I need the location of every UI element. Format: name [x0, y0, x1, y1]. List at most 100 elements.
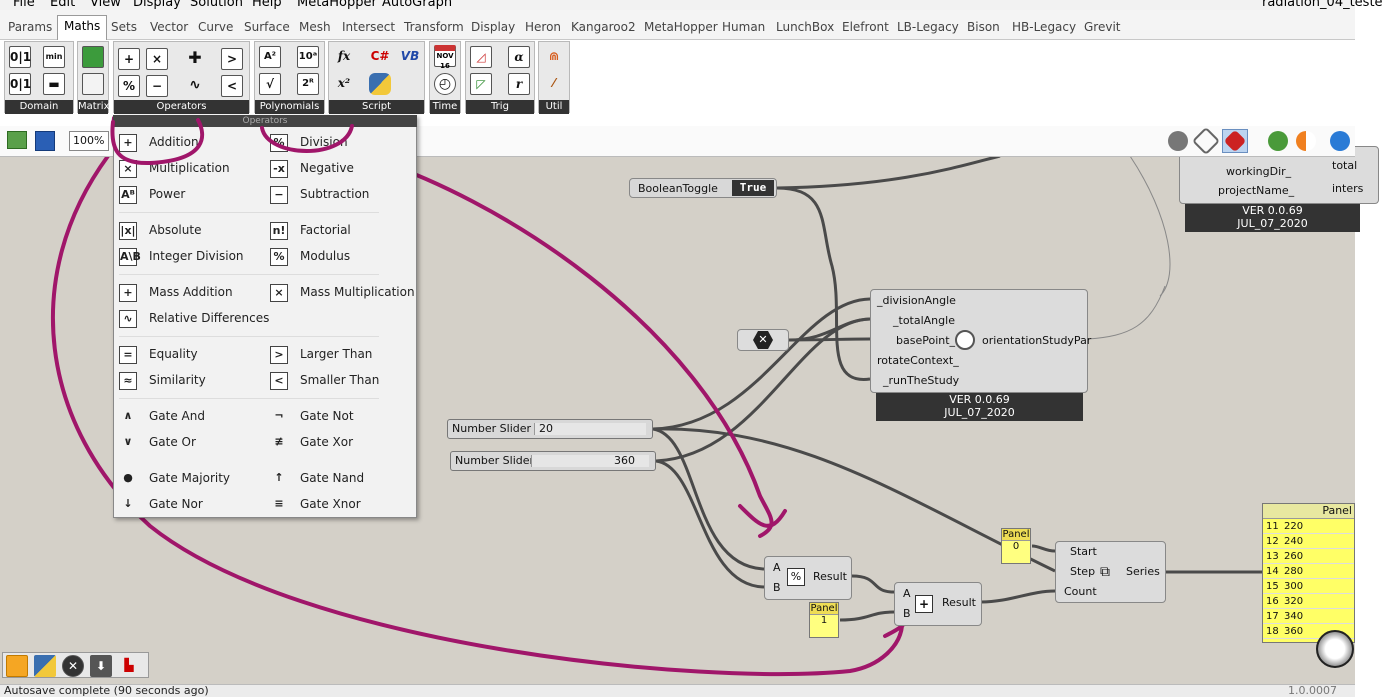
input-step[interactable]: Step — [1070, 565, 1096, 578]
square-root-icon[interactable]: √ — [259, 73, 281, 95]
input-count[interactable]: Count — [1064, 585, 1097, 598]
division-icon[interactable]: % — [118, 75, 140, 97]
tab-surface[interactable]: Surface — [244, 20, 290, 34]
output-series[interactable]: Series — [1126, 565, 1160, 578]
zoom-field[interactable]: 100% — [69, 131, 109, 151]
output-orientation-study-par[interactable]: orientationStudyPar — [982, 334, 1092, 347]
deconstruct-domain-icon[interactable]: 0|1 — [9, 73, 31, 95]
calendar-icon[interactable]: NOV 16 — [434, 45, 456, 70]
menu-item-absolute[interactable]: |x|Absolute — [119, 220, 201, 240]
input-rotate-context[interactable]: rotateContext_ — [877, 354, 959, 367]
input-working-dir[interactable]: workingDir_ — [1226, 165, 1292, 178]
menu-solution[interactable]: Solution — [190, 0, 243, 10]
preview-wireframe-icon[interactable] — [1191, 126, 1221, 156]
menu-item-gate-not[interactable]: ¬Gate Not — [274, 408, 354, 424]
graph-icon[interactable]: ▙ — [124, 658, 134, 672]
group-label-operators[interactable]: Operators — [114, 100, 249, 114]
tab-sets[interactable]: Sets — [111, 20, 137, 34]
tab-bison[interactable]: Bison — [967, 20, 1000, 34]
menu-help[interactable]: Help — [252, 0, 282, 10]
smaller-than-icon[interactable]: < — [221, 75, 243, 97]
slider-value[interactable]: 360 — [614, 454, 635, 467]
menu-item-gate-xnor[interactable]: ≡Gate Xnor — [274, 496, 361, 512]
menu-item-factorial[interactable]: n!Factorial — [270, 220, 351, 240]
tab-heron[interactable]: Heron — [525, 20, 562, 34]
group-label-script[interactable]: Script — [329, 100, 424, 114]
remap-icon[interactable]: ▬ — [43, 73, 65, 95]
distribution-curve-icon[interactable]: ⋒ — [548, 49, 560, 63]
tab-metahopper[interactable]: MetaHopper — [644, 20, 718, 34]
radius-icon[interactable]: r — [508, 73, 530, 95]
menu-item-modulus[interactable]: %Modulus — [270, 246, 350, 266]
slider-track[interactable]: 20 — [534, 422, 646, 435]
slider-track[interactable]: 360 — [531, 454, 649, 467]
menu-display[interactable]: Display — [133, 0, 181, 10]
tab-params[interactable]: Params — [8, 20, 53, 34]
input-run-the-study[interactable]: _runTheStudy — [883, 374, 960, 387]
menu-item-mass-multiplication[interactable]: ×Mass Multiplication — [270, 282, 415, 302]
ladybug-icon[interactable] — [6, 655, 28, 677]
group-label-util[interactable]: Util — [539, 100, 569, 114]
open-file-icon[interactable] — [7, 131, 27, 149]
input-a[interactable]: A — [903, 587, 911, 600]
menu-view[interactable]: View — [90, 0, 121, 10]
tab-mesh[interactable]: Mesh — [299, 20, 331, 34]
series-node[interactable]: Start Step Count ⧉ Series — [1055, 541, 1166, 603]
null-geometry-node[interactable]: ✕ — [737, 329, 789, 351]
menu-autograph[interactable]: AutoGraph — [382, 0, 453, 10]
preview-selected-icon[interactable] — [1222, 129, 1248, 153]
input-start[interactable]: Start — [1070, 545, 1097, 558]
python-icon[interactable] — [34, 655, 56, 677]
python-script-icon[interactable] — [369, 73, 391, 95]
subtraction-icon[interactable]: − — [146, 75, 168, 97]
division-node[interactable]: A B % Result — [764, 556, 852, 600]
document-preview-icon[interactable] — [1268, 131, 1288, 151]
trig-triangle-green-icon[interactable]: ◸ — [470, 73, 492, 95]
tab-lunchbox[interactable]: LunchBox — [776, 20, 835, 34]
menu-item-subtraction[interactable]: −Subtraction — [270, 184, 369, 204]
relative-differences-icon[interactable]: ∿ — [189, 77, 201, 93]
navigation-dial-icon[interactable] — [1316, 630, 1354, 668]
menu-item-mass-addition[interactable]: +Mass Addition — [119, 282, 233, 302]
menu-item-gate-xor[interactable]: ≢Gate Xor — [274, 434, 354, 450]
tab-vector[interactable]: Vector — [150, 20, 189, 34]
construct-domain-icon[interactable]: 0|1 — [9, 46, 31, 68]
input-b[interactable]: B — [903, 607, 911, 620]
input-b[interactable]: B — [773, 581, 781, 594]
menu-item-gate-or[interactable]: ∨Gate Or — [123, 434, 196, 450]
menu-edit[interactable]: Edit — [50, 0, 76, 10]
slider-value[interactable]: 20 — [539, 422, 553, 435]
tab-elefront[interactable]: Elefront — [842, 20, 889, 34]
addition-icon[interactable]: + — [118, 48, 140, 70]
tab-maths[interactable]: Maths — [57, 15, 108, 41]
menu-item-gate-and[interactable]: ∧Gate And — [123, 408, 205, 424]
orientation-study-node[interactable]: _divisionAngle _totalAngle basePoint_ ro… — [870, 289, 1092, 393]
group-label-trig[interactable]: Trig — [466, 100, 534, 114]
menu-file[interactable]: File — [13, 0, 35, 10]
group-label-domain[interactable]: Domain — [5, 100, 73, 114]
matrix-grid-icon[interactable] — [82, 46, 104, 68]
tab-display[interactable]: Display — [471, 20, 516, 34]
clock-icon[interactable]: ◴ — [434, 73, 456, 95]
power-icon[interactable]: A² — [259, 46, 281, 68]
input-total-angle[interactable]: _totalAngle — [893, 314, 955, 327]
input-base-point[interactable]: basePoint_ — [896, 334, 956, 347]
output-inters[interactable]: inters — [1332, 182, 1364, 195]
render-preview-icon[interactable] — [1330, 131, 1350, 151]
mass-addition-icon[interactable]: ✚ — [188, 48, 202, 67]
tab-intersect[interactable]: Intersect — [342, 20, 396, 34]
output-total[interactable]: total — [1332, 159, 1358, 172]
csharp-script-icon[interactable]: C# — [370, 49, 390, 63]
menu-item-addition[interactable]: +Addition — [119, 132, 199, 152]
multiplication-icon[interactable]: × — [146, 48, 168, 70]
bounds-icon[interactable]: min max — [43, 46, 65, 81]
input-project-name[interactable]: projectName_ — [1218, 184, 1295, 197]
menu-item-gate-nor[interactable]: ↓Gate Nor — [123, 496, 203, 512]
tab-lb-legacy[interactable]: LB-Legacy — [897, 20, 959, 34]
tab-grevit[interactable]: Grevit — [1084, 20, 1121, 34]
group-label-matrix[interactable]: Matrix — [78, 100, 110, 114]
